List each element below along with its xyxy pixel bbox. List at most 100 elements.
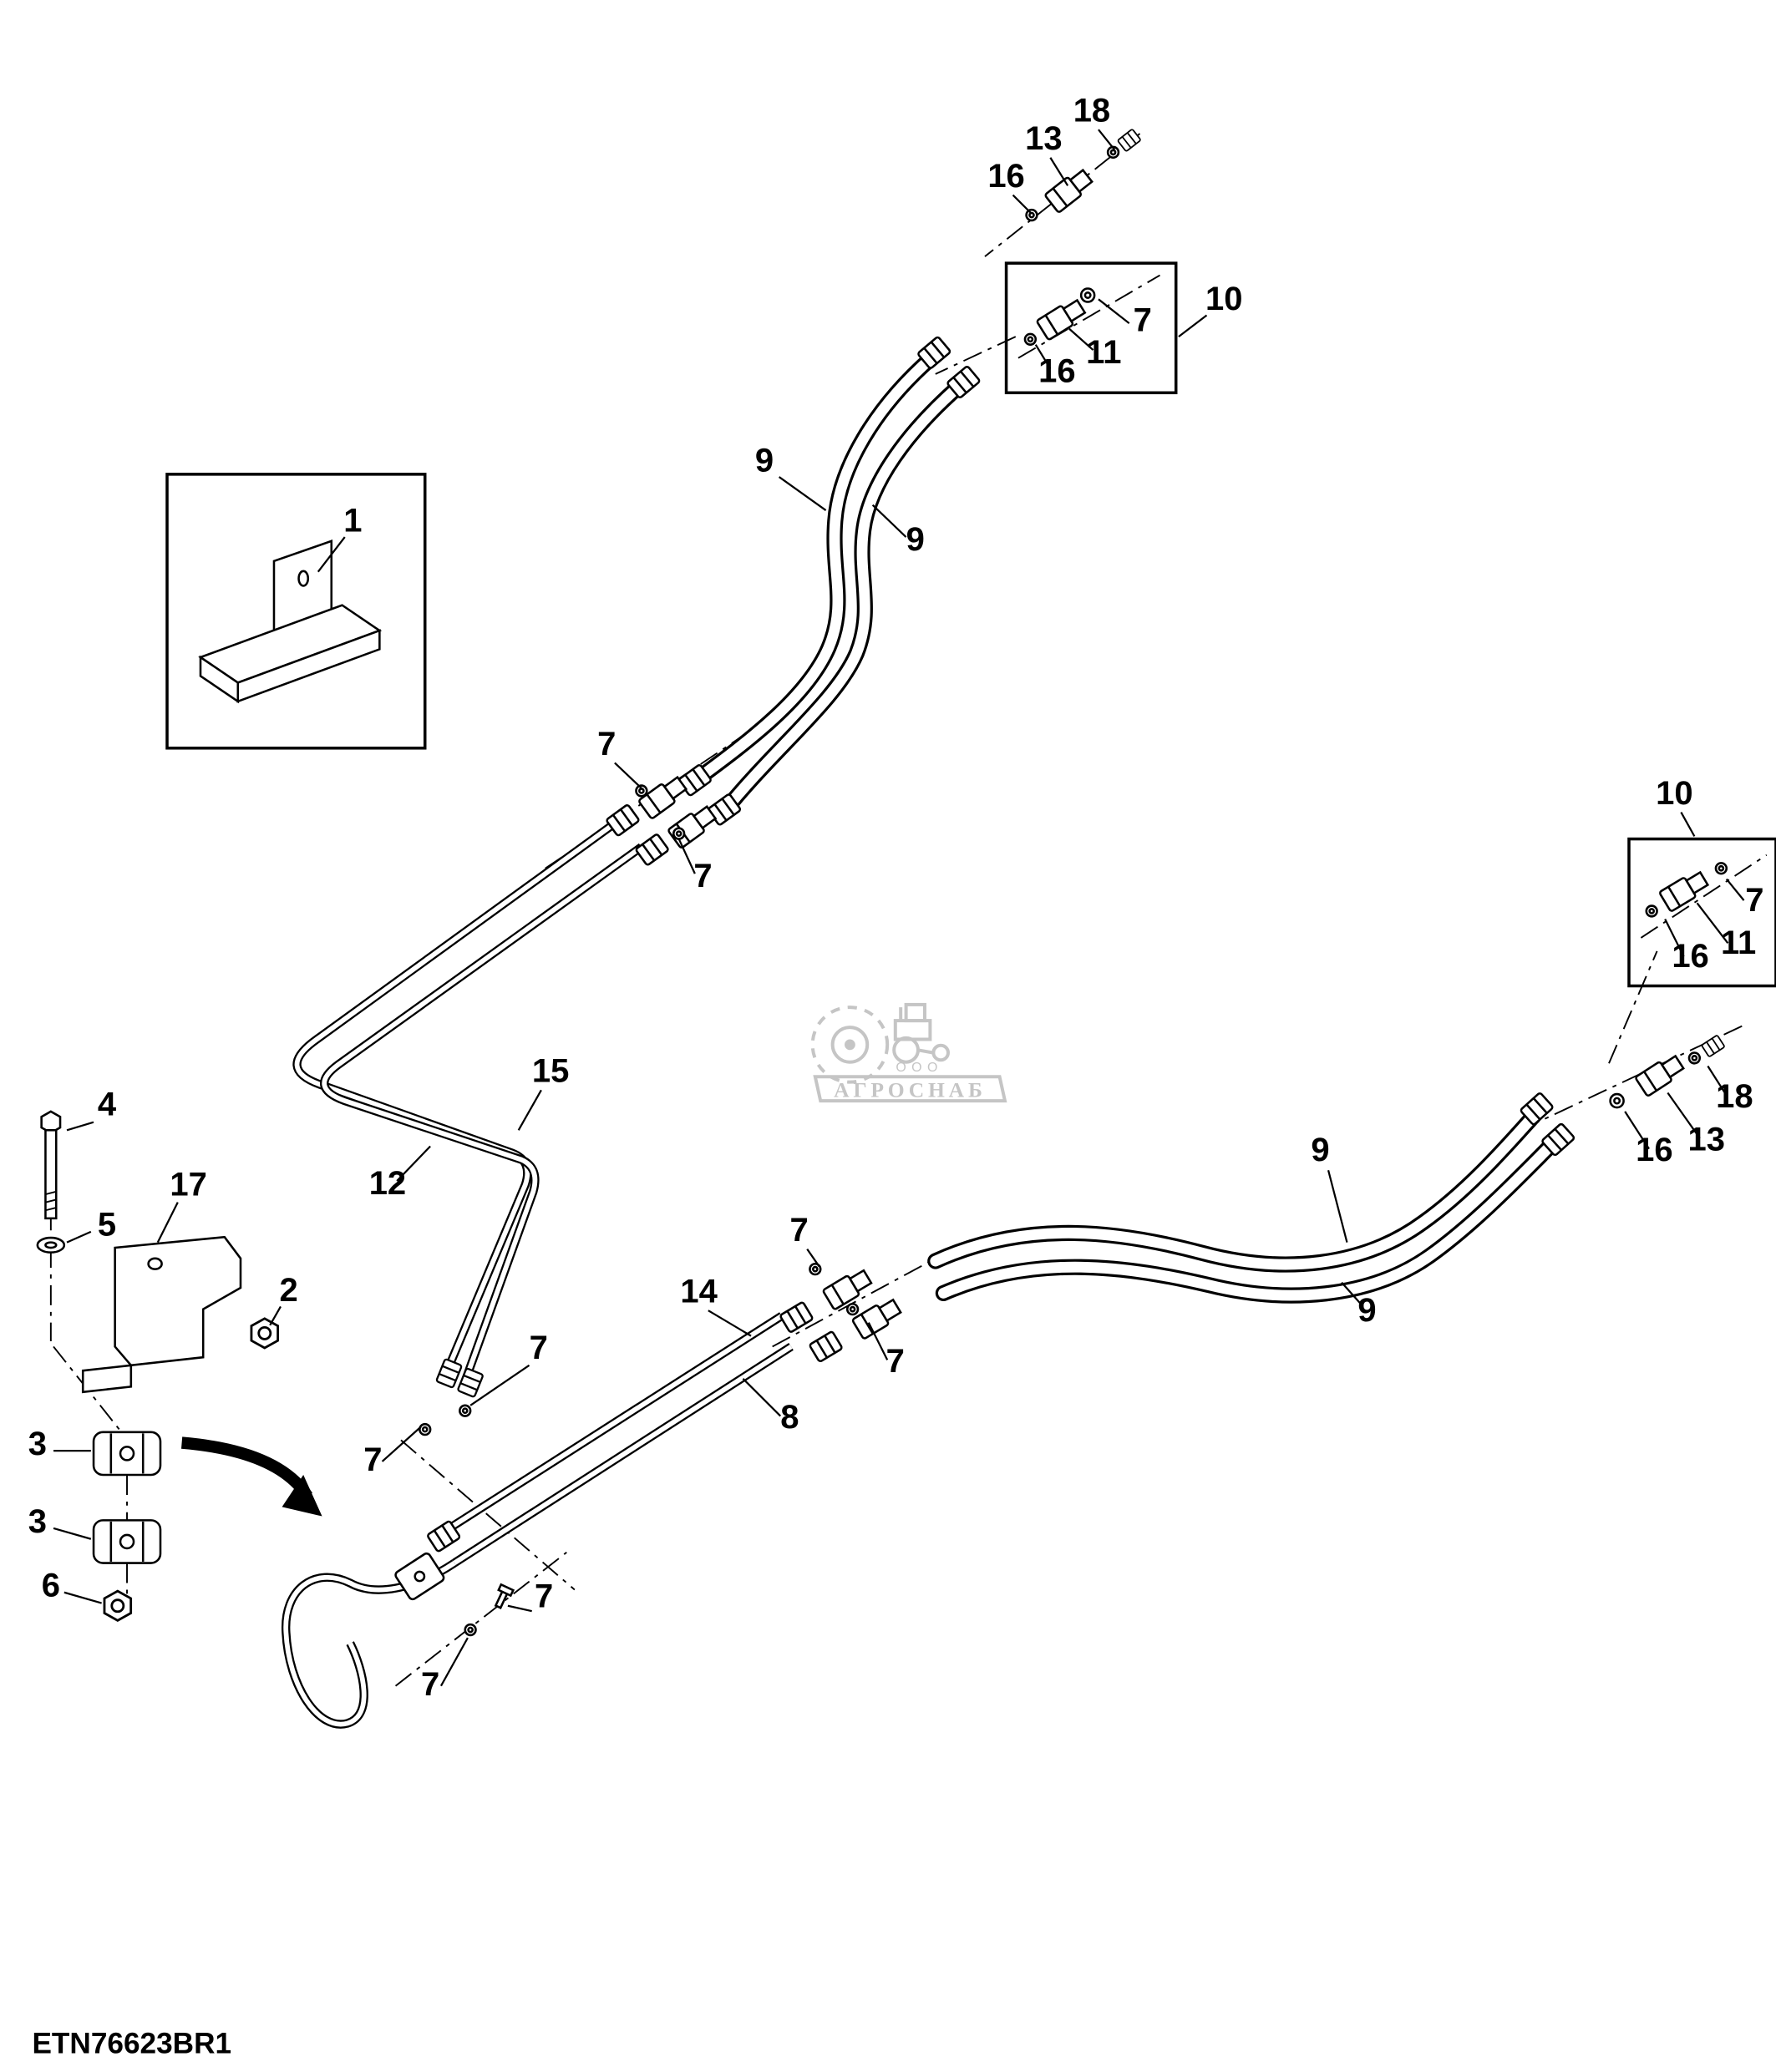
centerline bbox=[1608, 950, 1658, 1064]
callout-label: 7 bbox=[363, 1441, 382, 1478]
callout-label: 16 bbox=[1038, 352, 1075, 389]
watermark-gear-hub bbox=[830, 1026, 870, 1064]
washer-16 bbox=[1645, 904, 1658, 918]
nut-2 bbox=[250, 1317, 280, 1350]
centerline bbox=[53, 1345, 127, 1438]
fittings-tube-lower-ends bbox=[419, 1357, 485, 1436]
tube-nut bbox=[634, 832, 670, 867]
callout-label: 3 bbox=[28, 1503, 47, 1540]
callout-label: 7 bbox=[693, 858, 712, 894]
callout-label: 5 bbox=[98, 1207, 116, 1244]
assembly-arrow bbox=[181, 1436, 322, 1517]
bracket-17 bbox=[81, 1235, 242, 1394]
callout-label: 4 bbox=[98, 1087, 117, 1123]
leader-line bbox=[439, 1637, 469, 1687]
watermark-banner bbox=[813, 1075, 1007, 1103]
leader-line bbox=[517, 1089, 542, 1131]
callout-label: 7 bbox=[790, 1212, 809, 1249]
leader-line bbox=[1624, 1111, 1650, 1150]
leader-line bbox=[396, 1145, 431, 1182]
leader-line bbox=[66, 1230, 92, 1244]
connector-13 bbox=[1043, 165, 1096, 215]
leader-line bbox=[1098, 129, 1116, 150]
leader-line bbox=[1696, 902, 1729, 945]
leader-line bbox=[1049, 157, 1069, 186]
callout-label: 18 bbox=[1073, 93, 1110, 129]
leader-line bbox=[1725, 878, 1745, 901]
nut-18 bbox=[1700, 1034, 1726, 1058]
leader-line bbox=[1098, 298, 1130, 324]
fittings-mid-right bbox=[779, 1262, 904, 1364]
callout-label: 15 bbox=[532, 1053, 569, 1090]
watermark-gear-icon bbox=[810, 1006, 890, 1084]
bracket-part-1 bbox=[198, 540, 383, 704]
tube-clamp-block bbox=[394, 1552, 445, 1601]
watermark: ООО АГРОСНАБ bbox=[810, 1002, 1007, 1103]
callout-label: 9 bbox=[906, 521, 925, 558]
leader-line bbox=[507, 1604, 532, 1613]
detail-box-10-top bbox=[1004, 261, 1178, 395]
clamp-3 bbox=[92, 1519, 162, 1564]
union-fitting bbox=[821, 1265, 875, 1311]
callout-label: 11 bbox=[1721, 925, 1756, 961]
tube-nut bbox=[434, 1357, 464, 1389]
centerlines bbox=[49, 133, 1768, 1687]
washer-7 bbox=[1079, 287, 1096, 303]
leader-line bbox=[1068, 327, 1094, 351]
centerline bbox=[1640, 854, 1768, 939]
washer-7 bbox=[459, 1404, 472, 1417]
callout-label: 10 bbox=[1656, 775, 1692, 812]
callout-label: 6 bbox=[42, 1568, 60, 1604]
callout-label: 16 bbox=[1672, 938, 1708, 975]
leader-line bbox=[53, 1527, 92, 1540]
washer-7 bbox=[845, 1302, 860, 1316]
leader-line bbox=[778, 476, 827, 511]
callout-label: 7 bbox=[530, 1330, 548, 1366]
union-fitting bbox=[667, 802, 719, 850]
callout-label: 8 bbox=[780, 1399, 799, 1436]
washer-18 bbox=[1687, 1051, 1702, 1065]
leader-line bbox=[1012, 194, 1033, 215]
callout-label: 18 bbox=[1716, 1078, 1753, 1115]
leader-line bbox=[871, 504, 907, 538]
washer-7 bbox=[672, 827, 686, 840]
tube-nut bbox=[605, 803, 641, 838]
leader-line bbox=[1707, 1065, 1728, 1097]
tube-nut bbox=[808, 1330, 844, 1364]
union-fitting bbox=[637, 773, 690, 821]
callout-labels: 16 13 18 10 7 11 16 9 9 1 7 7 15 12 4 17… bbox=[28, 93, 1764, 1703]
watermark-name: АГРОСНАБ bbox=[834, 1077, 987, 1102]
leader-line bbox=[1178, 314, 1208, 337]
callout-label: 2 bbox=[279, 1272, 297, 1309]
callout-label: 14 bbox=[680, 1274, 718, 1310]
callout-label: 12 bbox=[369, 1165, 406, 1202]
callout-label: 13 bbox=[1688, 1121, 1725, 1158]
leader-line bbox=[1034, 344, 1052, 370]
leader-line bbox=[614, 762, 642, 789]
callout-label: 11 bbox=[1086, 334, 1121, 371]
washer-16 bbox=[1023, 332, 1038, 346]
leader-line bbox=[381, 1426, 422, 1462]
callout-label: 7 bbox=[1134, 302, 1152, 339]
tube-12-15-pair bbox=[292, 813, 644, 1383]
leader-line bbox=[1667, 1092, 1701, 1139]
leader-line bbox=[742, 1378, 782, 1417]
centerline bbox=[984, 133, 1141, 257]
connector-11 bbox=[1035, 296, 1088, 342]
clamp-3 bbox=[92, 1431, 162, 1477]
watermark-gear-center bbox=[845, 1039, 855, 1051]
fittings-mid-left bbox=[605, 762, 743, 867]
washer-7 bbox=[1714, 862, 1728, 875]
leader-line bbox=[63, 1591, 102, 1604]
callout-label: 7 bbox=[535, 1578, 553, 1614]
callout-label: 7 bbox=[597, 726, 616, 762]
callout-label: 9 bbox=[1311, 1132, 1329, 1168]
centerline bbox=[1520, 1022, 1748, 1132]
washer-16 bbox=[1609, 1092, 1625, 1109]
leader-line bbox=[1327, 1169, 1348, 1243]
leader-line bbox=[66, 1121, 94, 1132]
union-fitting bbox=[850, 1295, 904, 1340]
fittings-loop-assembly bbox=[394, 1519, 515, 1637]
leader-line bbox=[156, 1202, 179, 1244]
